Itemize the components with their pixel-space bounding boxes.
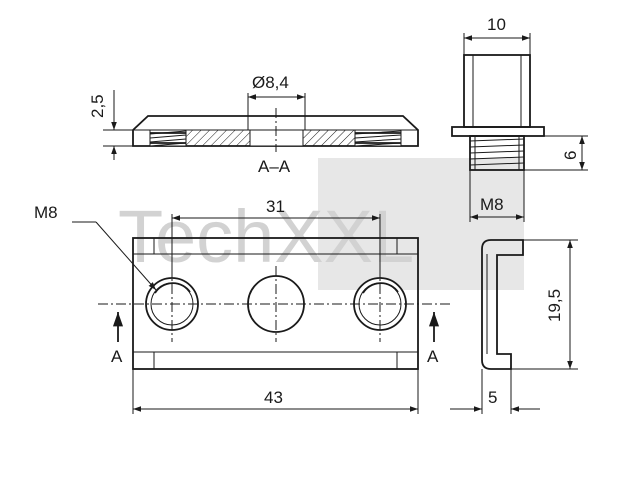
- dim-thread-height: 6: [561, 151, 580, 160]
- dim-hole-diameter: Ø8,4: [252, 73, 289, 92]
- section-label: A–A: [258, 157, 291, 176]
- dim-hole-spacing: 31: [266, 197, 285, 216]
- section-view: Ø8,4 2,5 A–A: [88, 73, 419, 176]
- section-arrow-right: A: [427, 312, 440, 366]
- section-arrow-left: A: [111, 312, 124, 366]
- dim-width-top: 10: [487, 15, 506, 34]
- watermark-text: TechXXL: [118, 195, 414, 278]
- front-view-plate: 31 43 M8 A A: [34, 197, 452, 414]
- callout-thread: M8: [34, 203, 58, 222]
- dim-side-width: 5: [488, 388, 497, 407]
- watermark: TechXXL: [118, 158, 524, 290]
- side-profile: 19,5 5: [450, 239, 578, 414]
- section-thread-right: [354, 129, 402, 147]
- section-arrow-right-label: A: [427, 347, 439, 366]
- section-arrow-left-label: A: [111, 347, 123, 366]
- dim-plate-length: 43: [264, 388, 283, 407]
- dim-plate-thickness: 2,5: [88, 94, 107, 118]
- side-view-stud: 10 6 M8: [451, 15, 588, 222]
- section-thread-left: [149, 129, 187, 147]
- dim-plate-height: 19,5: [545, 289, 564, 322]
- dim-thread-size: M8: [480, 195, 504, 214]
